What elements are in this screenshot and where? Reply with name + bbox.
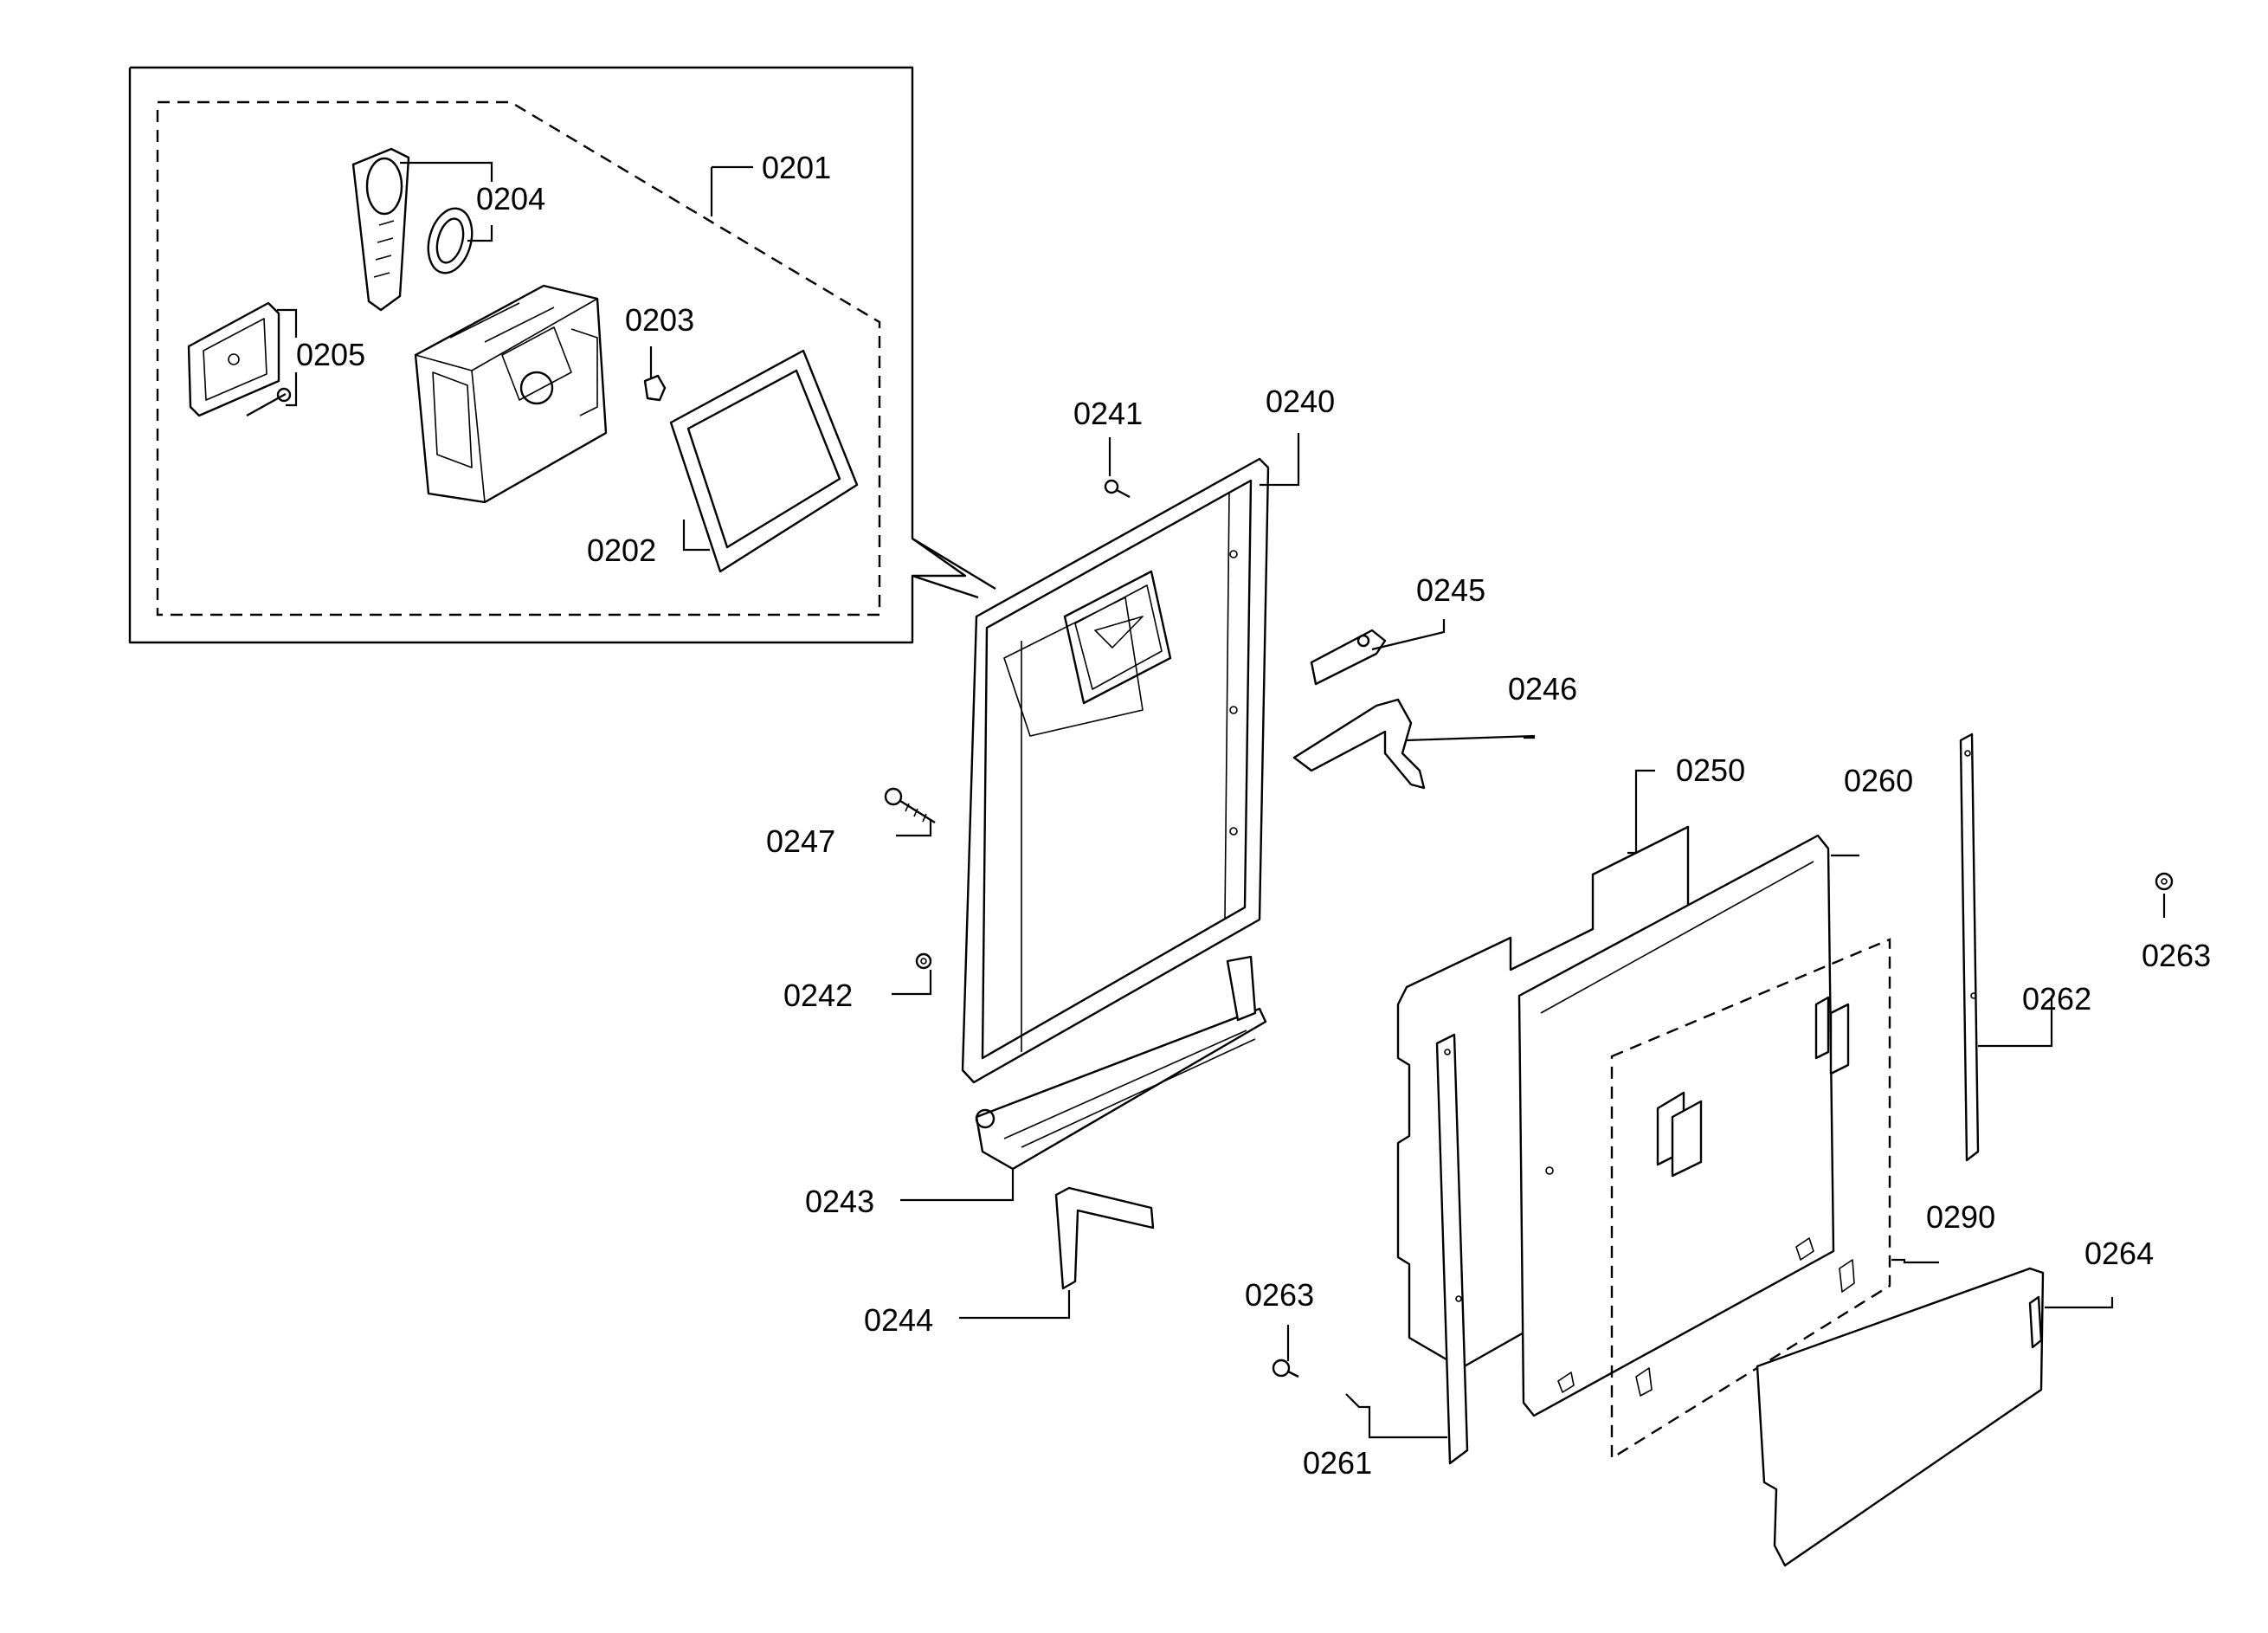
part-0261-strip [1435, 1033, 1469, 1465]
part-0264-kick-plate [1756, 1267, 2045, 1567]
part-0290-dashed-panel [1610, 938, 1891, 1461]
part-0245-hinge [1310, 629, 1387, 686]
part-0201-control-module [414, 284, 608, 504]
label-0242: 0242 [783, 978, 853, 1013]
label-0250: 0250 [1676, 752, 1745, 788]
leader-lines [277, 161, 2166, 1439]
part-0241-screw [1104, 479, 1131, 499]
part-0246-hinge-arm [1292, 698, 1426, 790]
part-0202-gasket [669, 349, 859, 573]
label-0205: 0205 [296, 337, 365, 372]
label-0263-bottom: 0263 [1245, 1277, 1314, 1313]
label-0263-right: 0263 [2142, 938, 2211, 973]
part-0243-bracket [975, 955, 1267, 1171]
part-0262-strip [1959, 733, 1980, 1162]
part-0244-l-bracket [1054, 1186, 1155, 1290]
label-0264: 0264 [2084, 1236, 2154, 1271]
label-0201: 0201 [762, 150, 831, 185]
part-0203-clip [643, 374, 667, 402]
label-0203: 0203 [625, 302, 694, 338]
label-0261: 0261 [1303, 1445, 1372, 1481]
label-0260: 0260 [1844, 763, 1913, 798]
label-0290: 0290 [1926, 1199, 1995, 1235]
label-0202: 0202 [587, 532, 656, 568]
inset-box [128, 66, 996, 644]
part-0205-plate [187, 301, 292, 417]
part-0247-screw [884, 787, 936, 824]
part-0263-screw-right [2155, 872, 2174, 891]
part-labels: 0201 0204 0205 0203 0202 0241 0240 0245 … [296, 150, 2211, 1481]
label-0243: 0243 [805, 1184, 874, 1219]
label-0241: 0241 [1073, 396, 1143, 431]
label-0262: 0262 [2022, 981, 2091, 1017]
label-0245: 0245 [1416, 572, 1485, 608]
part-0240-inner-door [961, 457, 1270, 1084]
part-0242-screw [915, 952, 932, 970]
part-0204-handle [351, 147, 410, 312]
part-0204-ring [427, 207, 474, 274]
label-0240: 0240 [1266, 384, 1335, 419]
part-0263-screw-bottom [1272, 1359, 1299, 1378]
label-0204: 0204 [476, 181, 545, 216]
label-0244: 0244 [864, 1302, 933, 1338]
label-0246: 0246 [1508, 671, 1577, 707]
label-0247: 0247 [766, 823, 835, 859]
